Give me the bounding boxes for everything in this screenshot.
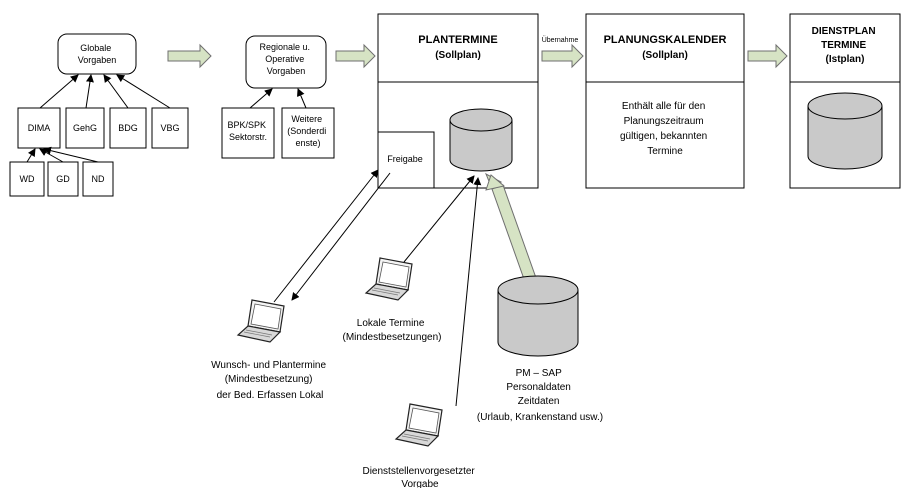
sub-box-nd xyxy=(82,161,114,197)
dienststelle-label-line2: Vorgabe xyxy=(401,479,439,488)
wunsch-label-line2: (Mindestbesetzung) xyxy=(225,374,313,385)
svg-text:Wunsch- und Plantermine (M: Wunsch- und Plantermine (Mindestbesetzun… xyxy=(211,360,329,401)
planungskalender-subtitle: (Sollplan) xyxy=(642,50,688,61)
dienststelle-label-line1: Dienststellenvorgesetzter xyxy=(362,466,475,477)
dienstplan-title-line3: (Istplan) xyxy=(826,54,865,65)
sub-box-gd xyxy=(47,161,79,197)
bpk-label-line1: BPK/SPK xyxy=(227,120,266,130)
law-label-dima: DIMA xyxy=(28,123,51,133)
planungskalender-group: PLANUNGSKALENDER (Sollplan) Enthält alle… xyxy=(585,13,745,189)
kalender-body-line1: Enthält alle für den xyxy=(622,101,705,112)
uebernahme-label: Übernahme xyxy=(542,36,579,44)
law-label-bdg: BDG xyxy=(118,123,138,133)
law-box-gehg xyxy=(65,107,105,149)
svg-text:Weitere (Sonderdi: Weitere (Sonderdi enste) xyxy=(287,114,329,148)
law-box-dima xyxy=(17,107,61,149)
kalender-body-line3: gültigen, bekannten xyxy=(620,131,707,142)
dienstplan-group: DIENSTPLAN TERMINE (Istplan) xyxy=(789,13,901,189)
plantermine-title: PLANTERMINE xyxy=(418,34,497,46)
weitere-label-line3: enste) xyxy=(295,138,320,148)
pm-sap-line1: PM – SAP xyxy=(516,368,562,379)
kalender-body-line4: Termine xyxy=(647,146,683,157)
plantermine-database-icon xyxy=(449,108,513,172)
dienststelle-laptop-icon xyxy=(395,403,443,447)
freigabe-box xyxy=(377,131,435,189)
plantermine-group: PLANTERMINE (Sollplan) Freigabe xyxy=(377,13,539,189)
law-box-bdg xyxy=(109,107,147,149)
plantermine-subtitle: (Sollplan) xyxy=(435,50,481,61)
svg-text:PM – SAP Personaldaten: PM – SAP Personaldaten Zeitdaten (Urlaub… xyxy=(477,368,603,423)
wunsch-label-line1: Wunsch- und Plantermine xyxy=(211,360,326,371)
law-label-gehg: GehG xyxy=(73,123,97,133)
pm-sap-database-icon xyxy=(497,275,579,357)
planungskalender-box xyxy=(585,13,745,189)
sub-label-nd: ND xyxy=(92,174,105,184)
regional-label-line1: Regionale u. xyxy=(259,42,310,52)
kalender-body-line2: Planungszeitraum xyxy=(624,116,704,127)
dienstplan-title-line2: TERMINE xyxy=(821,40,866,51)
global-requirements-node xyxy=(57,33,137,75)
pm-sap-line2: Personaldaten xyxy=(506,382,571,393)
freigabe-label: Freigabe xyxy=(387,154,423,164)
flow-arrow-kalender-to-dienstplan xyxy=(747,43,788,69)
regional-label-line2: Operative xyxy=(265,54,304,64)
planungskalender-title: PLANUNGSKALENDER xyxy=(604,34,727,46)
wunsch-laptop-icon xyxy=(237,299,285,343)
global-label-line2: Vorgaben xyxy=(78,55,117,65)
lokal-label-line2: (Mindestbesetzungen) xyxy=(343,332,442,343)
dienststelle-to-database-connector xyxy=(455,177,482,407)
flow-arrow-regional-to-plantermine xyxy=(335,43,376,69)
bpk-label-line2: Sektorstr. xyxy=(229,132,267,142)
regional-requirements-node xyxy=(245,35,327,89)
weitere-label-line2: (Sonderdi xyxy=(287,126,326,136)
weitere-box xyxy=(281,107,335,159)
svg-text:Lokale Termine (Mindestbes: Lokale Termine (Mindestbesetzungen) xyxy=(343,318,442,343)
regional-requirements-group: Regionale u. Operative Vorgaben BPK/SPK … xyxy=(221,35,335,159)
bpk-box xyxy=(221,107,275,159)
flow-arrow-global-to-regional xyxy=(167,43,212,69)
sub-label-gd: GD xyxy=(56,174,70,184)
dienstplan-database-icon xyxy=(807,92,883,170)
svg-text:BPK/SPK Sektorstr.: BPK/SPK Sektorstr. xyxy=(227,120,268,142)
wunsch-to-freigabe-connector xyxy=(273,169,379,303)
law-label-vbg: VBG xyxy=(160,123,179,133)
svg-text:DIENSTPLAN TERMINE: DIENSTPLAN TERMINE (Istplan) xyxy=(812,26,879,65)
flow-arrow-plantermine-to-kalender xyxy=(541,43,584,69)
global-label-line1: Globale xyxy=(80,43,111,53)
global-requirements-group: Globale Vorgaben DIMA GehG BDG VBG WD GD… xyxy=(9,33,189,197)
lokal-laptop-icon xyxy=(365,257,413,301)
lokal-to-database-connector xyxy=(403,175,475,263)
wunsch-label-line3: der Bed. Erfassen Lokal xyxy=(217,390,324,401)
svg-text:Enthält alle für den Pla: Enthält alle für den Planungszeitraum gü… xyxy=(620,101,710,157)
lokal-label-line1: Lokale Termine xyxy=(357,318,425,329)
dienstplan-title-line1: DIENSTPLAN xyxy=(812,26,876,37)
sub-box-wd xyxy=(9,161,45,197)
regional-label-line3: Vorgaben xyxy=(267,66,306,76)
pm-sap-group: PM – SAP Personaldaten Zeitdaten (Urlaub… xyxy=(477,172,603,423)
freigabe-to-wunsch-connector xyxy=(291,172,391,301)
sub-label-wd: WD xyxy=(20,174,35,184)
svg-text:Globale Vorgaben: Globale Vorgaben xyxy=(78,43,117,65)
svg-text:Dienststellenvorgesetzter: Dienststellenvorgesetzter Vorgabe xyxy=(362,466,477,488)
pm-sap-line3: Zeitdaten xyxy=(518,396,560,407)
svg-text:Regionale u. Operative: Regionale u. Operative Vorgaben xyxy=(259,42,312,76)
weitere-label-line1: Weitere xyxy=(291,114,322,124)
pm-sap-line4: (Urlaub, Krankenstand usw.) xyxy=(477,412,603,423)
